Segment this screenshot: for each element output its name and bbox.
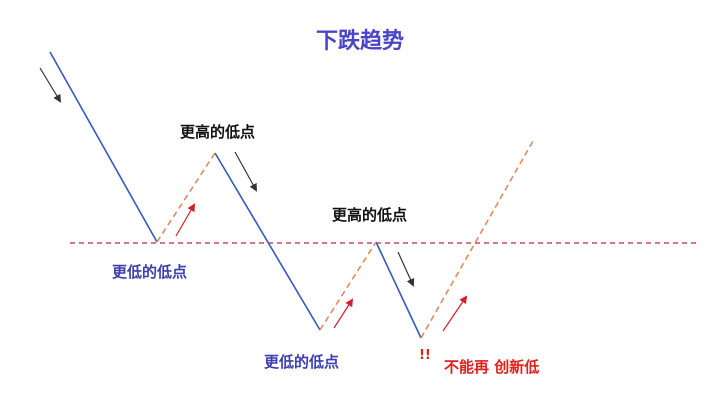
label-higher-low-1: 更高的低点 bbox=[180, 123, 256, 141]
down-leg-1 bbox=[49, 51, 158, 243]
label-exclamation: !! bbox=[419, 348, 431, 363]
up-arrow-2 bbox=[333, 298, 354, 329]
label-lower-low-2: 更低的低点 bbox=[264, 353, 340, 371]
up-leg-1 bbox=[156, 152, 216, 243]
up-leg-2 bbox=[319, 241, 377, 331]
diagram-title: 下跌趋势 bbox=[315, 29, 404, 54]
label-lower-low-1: 更低的低点 bbox=[112, 263, 188, 281]
down-leg-2 bbox=[214, 152, 321, 331]
up-arrow-3 bbox=[442, 295, 468, 332]
label-no-new-low: 不能再 创新低 bbox=[444, 358, 540, 376]
up-leg-3 bbox=[420, 140, 534, 339]
down-leg-3 bbox=[375, 241, 422, 339]
down-arrow-3 bbox=[397, 251, 415, 287]
down-arrow-2 bbox=[234, 151, 257, 192]
up-arrow-1 bbox=[175, 203, 196, 237]
label-higher-low-2: 更高的低点 bbox=[332, 206, 408, 224]
down-arrow-1 bbox=[39, 67, 62, 103]
